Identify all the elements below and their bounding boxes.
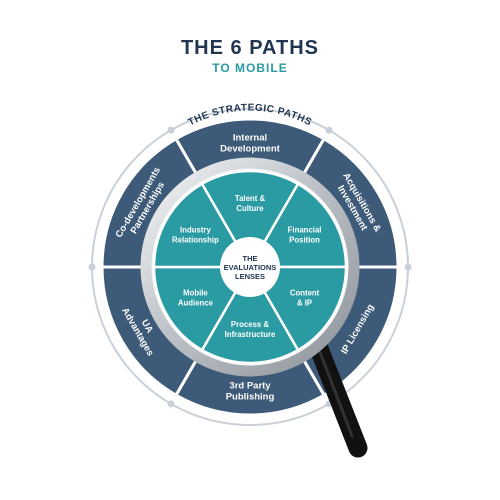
center-circle bbox=[220, 237, 280, 297]
lens-segment-content-ip bbox=[247, 265, 348, 352]
header: THE 6 PATHS TO MOBILE bbox=[0, 0, 500, 90]
ring-dot bbox=[88, 263, 96, 271]
lens-segment-industry-relationship bbox=[152, 182, 253, 269]
ring-dot bbox=[404, 263, 412, 271]
lens-label-process-infrastructure: Process &Infrastructure bbox=[225, 320, 276, 339]
lens-label-talent-culture: Talent &Culture bbox=[235, 194, 266, 213]
ring-dot bbox=[167, 126, 175, 134]
lens-segment-talent-culture bbox=[200, 169, 300, 270]
page-subtitle: TO MOBILE bbox=[212, 61, 288, 75]
lens-segment-mobile-audience bbox=[152, 265, 253, 352]
lens-segment-financial-position bbox=[247, 182, 348, 269]
ring-dot bbox=[325, 126, 333, 134]
ring-dot bbox=[167, 400, 175, 408]
lens-segment-process-infrastructure bbox=[200, 264, 300, 365]
lens-label-content-ip: Content& IP bbox=[290, 289, 320, 308]
page-title: THE 6 PATHS bbox=[180, 37, 320, 59]
